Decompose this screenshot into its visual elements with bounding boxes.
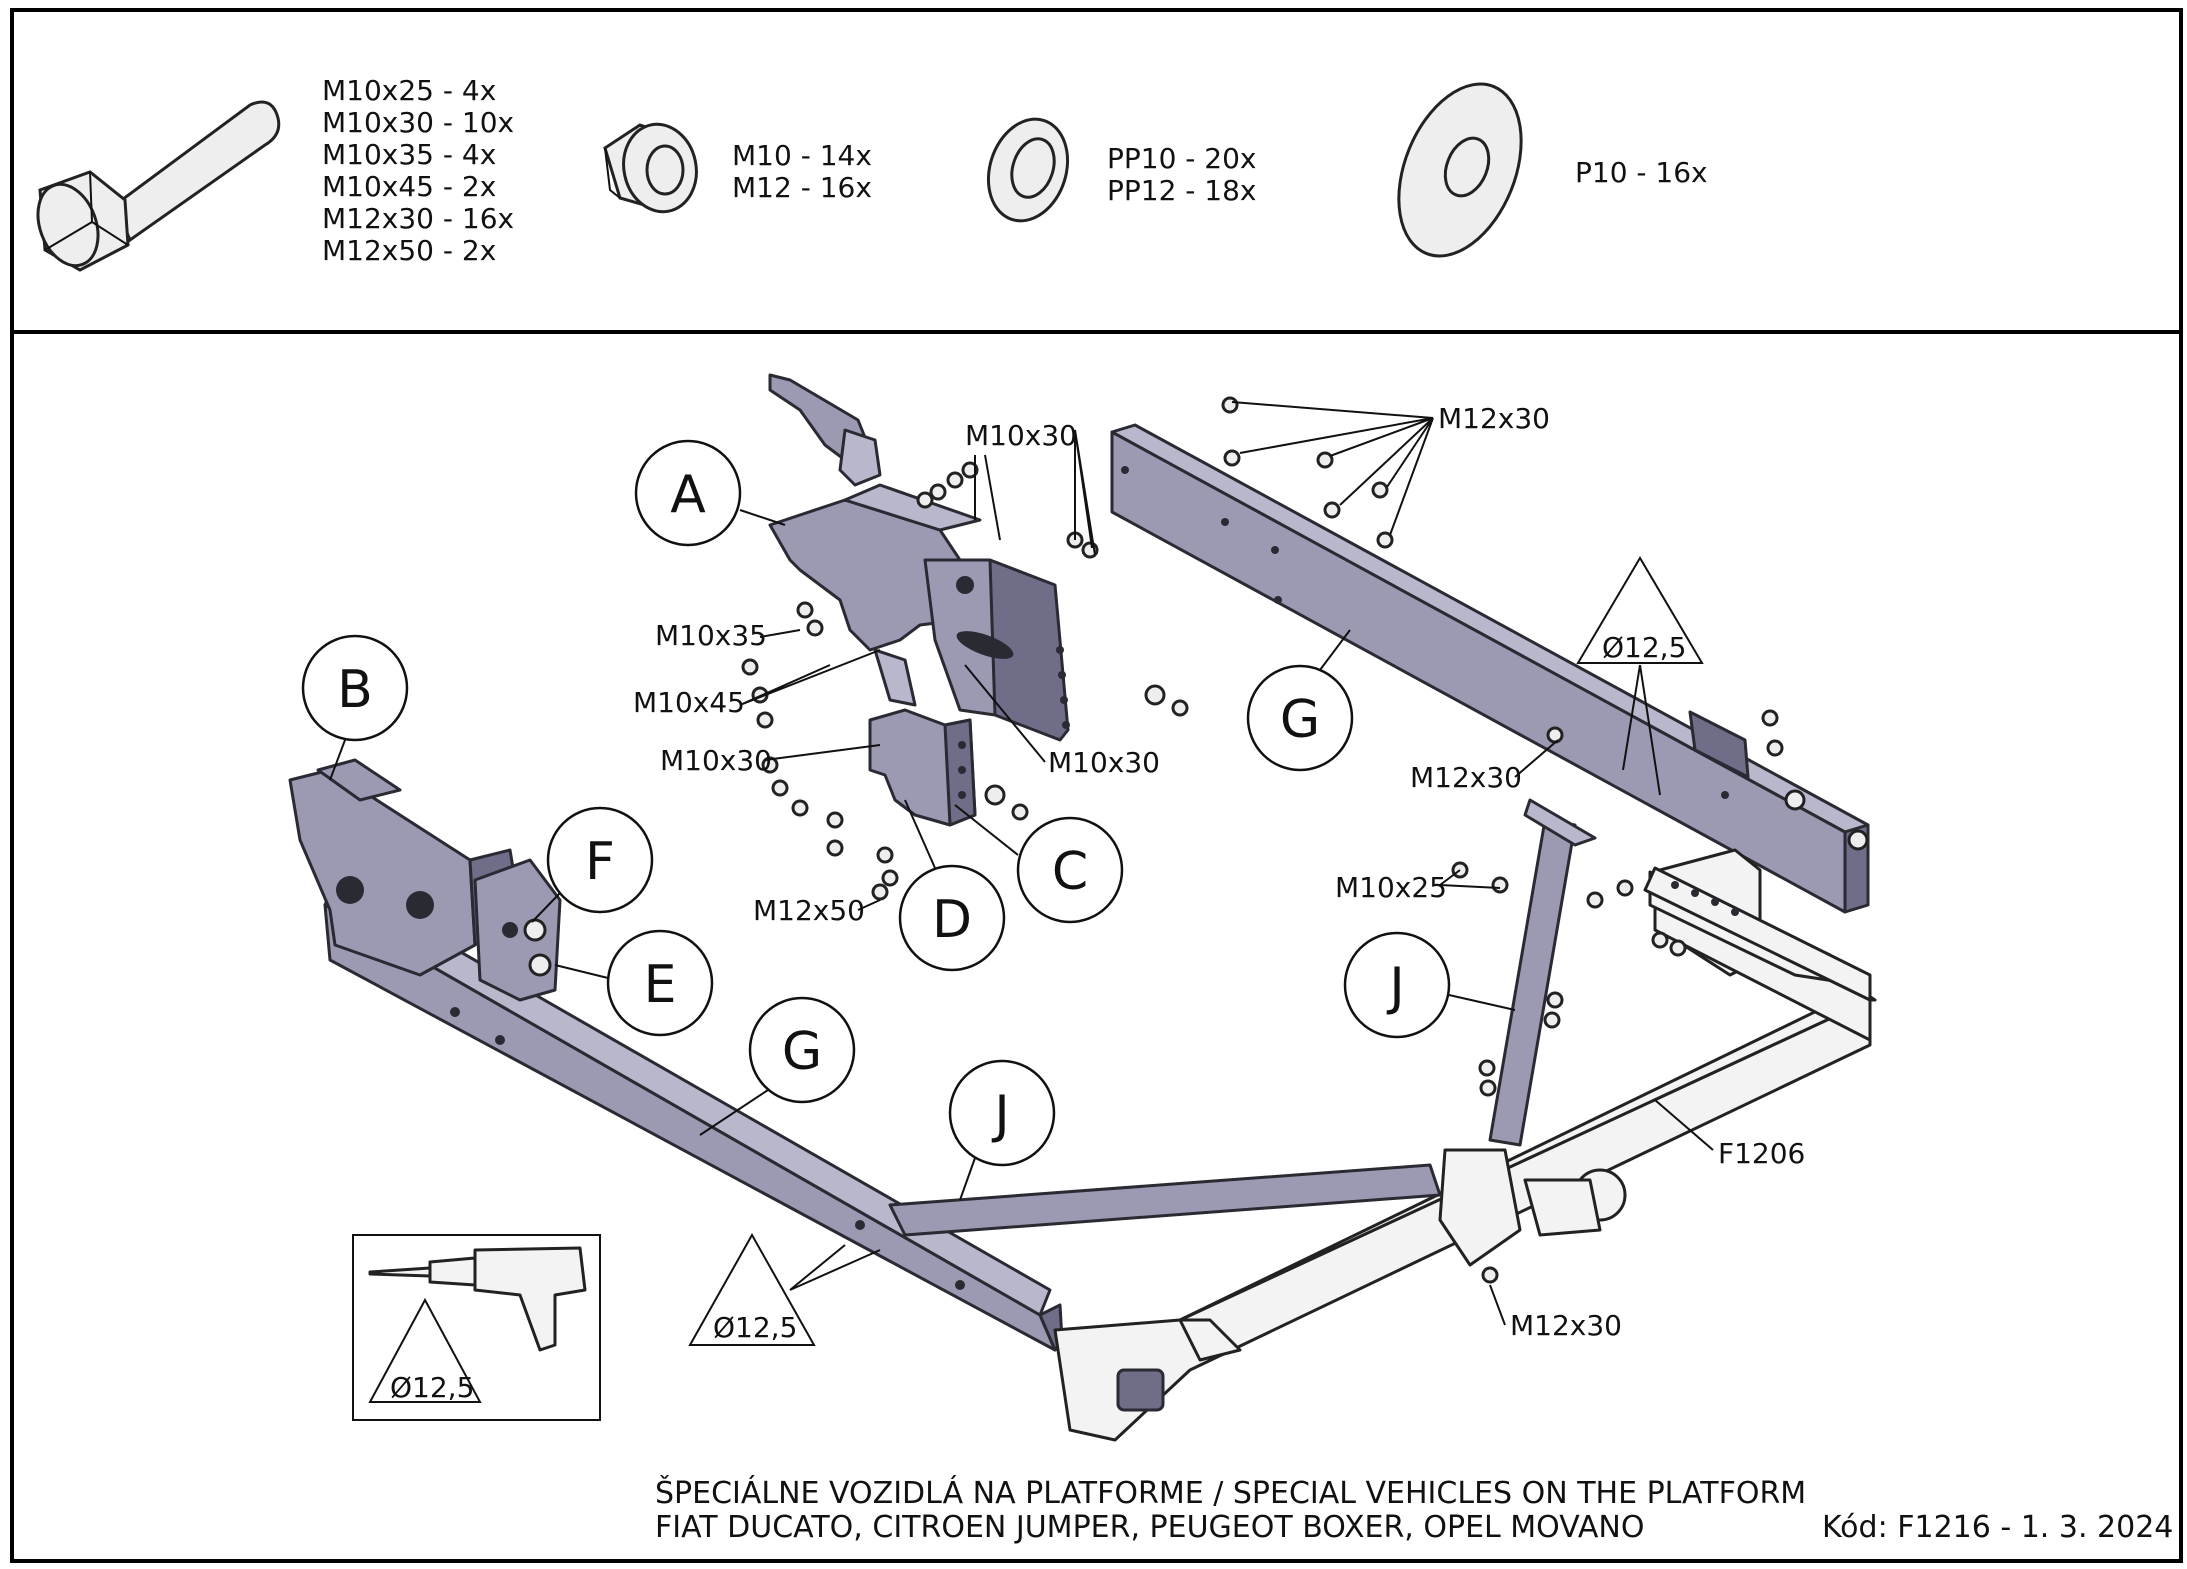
part-callout-b: B — [301, 634, 409, 781]
callout-m12x50: M12x50 — [753, 894, 881, 927]
callout-towbar-text: F1206 — [1718, 1137, 1805, 1170]
callout-m12x30-mid-text: M12x30 — [1410, 761, 1522, 794]
nut-spec-1: M10 - 14x — [732, 139, 872, 172]
drill-tool-diameter: Ø12,5 — [390, 1371, 474, 1404]
bar-g-right — [1110, 423, 1870, 914]
drill-left-diameter: Ø12,5 — [713, 1311, 797, 1344]
bracket-ef — [473, 858, 562, 1002]
bolt-icon — [36, 100, 281, 272]
bolt-spec-3: M10x35 - 4x — [322, 138, 496, 171]
part-label-c: C — [1052, 842, 1088, 902]
strut-j-lower — [888, 1163, 1442, 1237]
callout-m10x30-left-text: M10x30 — [660, 744, 772, 777]
part-label-e: E — [644, 955, 677, 1015]
callout-m12x50-text: M12x50 — [753, 894, 865, 927]
callout-m10x45-text: M10x45 — [633, 686, 745, 719]
document-code: Kód: F1216 - 1. 3. 2024 — [1822, 1510, 2173, 1545]
part-callout-c: C — [954, 804, 1124, 924]
strut-j-right — [1488, 798, 1597, 1147]
bolt-spec-2: M10x30 - 10x — [322, 106, 514, 139]
part-callout-e: E — [554, 929, 714, 1037]
callout-m10x25: M10x25 — [1335, 869, 1501, 904]
bolt-spec-5: M12x30 - 16x — [322, 202, 514, 235]
bolt-spec-1: M10x25 - 4x — [322, 74, 496, 107]
part-callout-j-right: J — [1343, 931, 1516, 1039]
bracket-a — [768, 373, 1070, 742]
bolt-spec-4: M10x45 - 2x — [322, 170, 496, 203]
spring-washer-spec-1: PP10 - 20x — [1107, 142, 1257, 175]
drill-symbol-right: Ø12,5 — [1576, 556, 1704, 796]
spring-washer-spec-2: PP12 - 18x — [1107, 174, 1257, 207]
callout-m10x25-text: M10x25 — [1335, 871, 1447, 904]
callout-m10x30-top: M10x30 — [965, 419, 1096, 556]
perforated-bracket — [1643, 866, 1872, 1002]
part-label-f: F — [585, 832, 615, 892]
callout-m10x30-top-text: M10x30 — [965, 419, 1077, 452]
part-label-a: A — [670, 465, 706, 525]
drill-right-diameter: Ø12,5 — [1602, 631, 1686, 664]
fastener-set — [741, 396, 1869, 1284]
callout-m10x30-left: M10x30 — [660, 744, 881, 777]
callout-m12x30-mid: M12x30 — [1410, 739, 1559, 794]
part-label-g-right: G — [1280, 690, 1320, 750]
drill-icon — [368, 1246, 587, 1352]
part-callout-d: D — [898, 799, 1006, 972]
callout-m12x30-top-text: M12x30 — [1438, 402, 1550, 435]
bolt-spec-6: M12x50 - 2x — [322, 234, 496, 267]
part-callout-j-lower: J — [948, 1059, 1056, 1201]
spacer-plate — [1688, 710, 1750, 779]
drawing-border — [10, 8, 2183, 1563]
spring-washer-icon — [986, 117, 1070, 223]
bracket-cd — [868, 648, 977, 827]
callout-m12x30-bottom-text: M12x30 — [1510, 1309, 1622, 1342]
part-label-j-lower: J — [991, 1085, 1009, 1145]
callout-m12x30-bottom: M12x30 — [1489, 1284, 1622, 1342]
drill-symbol-left: Ø12,5 — [688, 1232, 881, 1346]
title-line-2: FIAT DUCATO, CITROEN JUMPER, PEUGEOT BOX… — [655, 1510, 1644, 1545]
callout-m10x45: M10x45 — [633, 649, 881, 719]
part-label-g-left: G — [782, 1022, 822, 1082]
part-callout-f: F — [531, 806, 654, 923]
callout-m10x35: M10x35 — [655, 619, 801, 652]
callout-m12x30-top: M12x30 — [1231, 401, 1550, 536]
part-label-d: D — [932, 890, 972, 950]
flat-washer-spec: P10 - 16x — [1575, 156, 1708, 189]
callout-towbar: F1206 — [1654, 1099, 1805, 1170]
callout-m10x30-mid: M10x30 — [964, 664, 1160, 779]
part-label-b: B — [337, 660, 373, 720]
drill-tool-box: Ø12,5 — [352, 1234, 601, 1421]
title-line-1: ŠPECIÁLNE VOZIDLÁ NA PLATFORME / SPECIAL… — [655, 1474, 1806, 1511]
hardware-panel: M10x25 - 4x M10x30 - 10x M10x35 - 4x M10… — [36, 74, 1708, 272]
nut-icon — [603, 122, 698, 214]
nut-spec-2: M12 - 16x — [732, 171, 872, 204]
callout-m10x30-mid-text: M10x30 — [1048, 746, 1160, 779]
part-callout-g-right: G — [1246, 629, 1354, 772]
part-callout-g-left: G — [699, 996, 856, 1136]
part-callout-a: A — [634, 439, 786, 547]
flat-washer-icon — [1397, 82, 1523, 258]
callout-m10x35-text: M10x35 — [655, 619, 767, 652]
part-label-j-right: J — [1386, 957, 1404, 1017]
